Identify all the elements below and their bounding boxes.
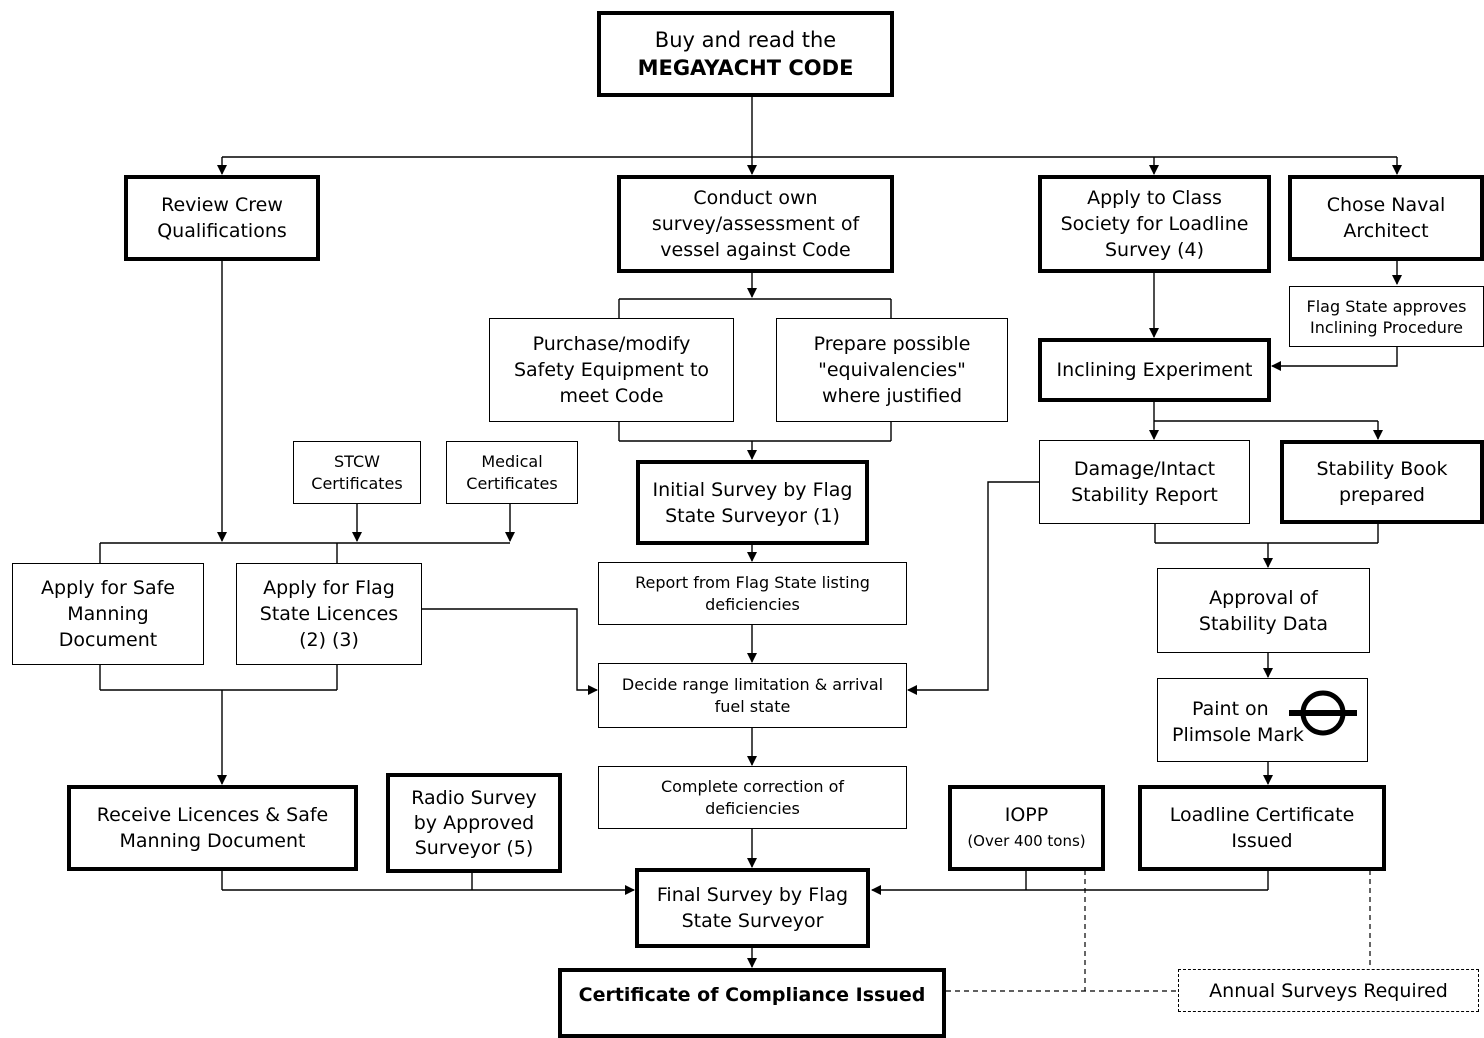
receive-licences-line1: Receive Licences & Safe <box>96 804 329 826</box>
stcw-line1: STCW <box>334 451 380 471</box>
stcw-line2: Certificates <box>311 473 403 493</box>
naval-architect-line2: Architect <box>1343 220 1429 242</box>
plimsoll-mark-icon <box>1289 690 1357 736</box>
certificate-box: Certificate of Compliance Issued <box>558 968 946 1038</box>
buy-code-line1: Buy and read the <box>654 28 837 52</box>
plimsole-box: Paint on Plimsole Mark <box>1157 678 1368 762</box>
receive-licences-box: Receive Licences & Safe Manning Document <box>67 785 358 871</box>
purchase-equipment-line1: Purchase/modify <box>532 333 691 355</box>
conduct-survey-box: Conduct own survey/assessment of vessel … <box>617 175 894 273</box>
approval-stability-box: Approval of Stability Data <box>1157 568 1370 653</box>
complete-correction-line1: Complete correction of <box>660 776 845 796</box>
complete-correction-box: Complete correction of deficiencies <box>598 766 907 829</box>
initial-survey-box: Initial Survey by Flag State Surveyor (1… <box>636 460 869 545</box>
naval-architect-line1: Chose Naval <box>1326 194 1446 216</box>
flag-licences-line1: Apply for Flag <box>263 577 395 599</box>
complete-correction-line2: deficiencies <box>705 798 800 818</box>
equivalencies-box: Prepare possible "equivalencies" where j… <box>776 318 1008 422</box>
iopp-line2: (Over 400 tons) <box>967 832 1086 850</box>
approval-stability-line2: Stability Data <box>1198 612 1329 635</box>
plimsole-line2: Plimsole Mark <box>1172 724 1304 744</box>
inclining-line1: Inclining Experiment <box>1056 359 1253 381</box>
apply-class-box: Apply to Class Society for Loadline Surv… <box>1038 175 1271 273</box>
apply-class-line1: Apply to Class <box>1087 187 1222 209</box>
review-crew-box: Review Crew Qualifications <box>124 175 320 261</box>
safe-manning-line3: Document <box>58 629 158 651</box>
stcw-box: STCW Certificates <box>293 441 421 504</box>
decide-range-box: Decide range limitation & arrival fuel s… <box>598 663 907 728</box>
initial-survey-line1: Initial Survey by Flag <box>652 478 853 501</box>
inclining-box: Inclining Experiment <box>1038 338 1271 402</box>
iopp-line1: IOPP <box>1004 804 1049 826</box>
stability-book-box: Stability Book prepared <box>1280 440 1484 524</box>
annual-surveys-line1: Annual Surveys Required <box>1209 979 1448 1002</box>
stability-book-line2: prepared <box>1339 484 1425 506</box>
equivalencies-line3: where justified <box>821 385 963 407</box>
radio-survey-line2: by Approved <box>413 811 535 834</box>
report-deficiencies-box: Report from Flag State listing deficienc… <box>598 562 907 625</box>
loadline-cert-box: Loadline Certificate Issued <box>1138 785 1386 871</box>
approval-stability-line1: Approval of <box>1209 586 1318 609</box>
flag-licences-box: Apply for Flag State Licences (2) (3) <box>236 563 422 665</box>
buy-code-title: MEGAYACHT CODE <box>637 56 854 80</box>
stability-book-line1: Stability Book <box>1316 458 1448 480</box>
flag-approves-line2: Inclining Procedure <box>1310 317 1463 337</box>
conduct-survey-line1: Conduct own <box>693 187 818 209</box>
conduct-survey-line3: vessel against Code <box>660 239 851 261</box>
purchase-equipment-box: Purchase/modify Safety Equipment to meet… <box>489 318 734 422</box>
decide-range-line1: Decide range limitation & arrival <box>621 674 884 694</box>
flag-approves-line1: Flag State approves <box>1306 296 1467 316</box>
annual-surveys-box: Annual Surveys Required <box>1178 969 1479 1012</box>
radio-survey-box: Radio Survey by Approved Surveyor (5) <box>386 773 562 873</box>
damage-report-line2: Stability Report <box>1071 484 1218 506</box>
report-deficiencies-line2: deficiencies <box>705 594 800 614</box>
loadline-cert-line2: Issued <box>1231 830 1293 852</box>
equivalencies-line2: "equivalencies" <box>818 359 966 381</box>
naval-architect-box: Chose Naval Architect <box>1288 175 1484 261</box>
safe-manning-box: Apply for Safe Manning Document <box>12 563 204 665</box>
medical-line1: Medical <box>481 451 543 471</box>
flag-approves-box: Flag State approves Inclining Procedure <box>1289 286 1484 347</box>
medical-line2: Certificates <box>466 473 558 493</box>
final-survey-line1: Final Survey by Flag <box>656 884 849 906</box>
final-survey-line2: State Surveyor <box>681 910 824 932</box>
plimsole-line1: Paint on <box>1192 698 1269 720</box>
damage-report-line1: Damage/Intact <box>1073 458 1216 480</box>
safe-manning-line1: Apply for Safe <box>41 577 175 599</box>
certificate-title: Certificate of Compliance Issued <box>578 984 926 1006</box>
report-deficiencies-line1: Report from Flag State listing <box>635 572 870 592</box>
purchase-equipment-line2: Safety Equipment to <box>513 359 710 381</box>
initial-survey-line2: State Surveyor (1) <box>665 504 840 527</box>
iopp-box: IOPP (Over 400 tons) <box>948 785 1105 871</box>
final-survey-box: Final Survey by Flag State Surveyor <box>635 868 870 948</box>
apply-class-line3: Survey (4) <box>1104 239 1205 261</box>
radio-survey-line1: Radio Survey <box>411 786 537 809</box>
loadline-cert-line1: Loadline Certificate <box>1169 804 1355 826</box>
receive-licences-line2: Manning Document <box>119 830 306 852</box>
conduct-survey-line2: survey/assessment of <box>651 213 860 235</box>
damage-report-box: Damage/Intact Stability Report <box>1039 440 1250 524</box>
flag-licences-line3: (2) (3) <box>299 629 359 651</box>
radio-survey-line3: Surveyor (5) <box>414 836 534 859</box>
decide-range-line2: fuel state <box>714 696 791 716</box>
medical-box: Medical Certificates <box>446 441 578 504</box>
buy-code-box: Buy and read the MEGAYACHT CODE <box>597 11 894 97</box>
review-crew-line1: Review Crew <box>161 194 283 216</box>
flag-licences-line2: State Licences <box>259 603 399 625</box>
purchase-equipment-line3: meet Code <box>559 385 664 407</box>
equivalencies-line1: Prepare possible <box>813 333 971 355</box>
safe-manning-line2: Manning <box>67 603 149 625</box>
review-crew-line2: Qualifications <box>157 220 287 242</box>
apply-class-line2: Society for Loadline <box>1060 213 1249 235</box>
